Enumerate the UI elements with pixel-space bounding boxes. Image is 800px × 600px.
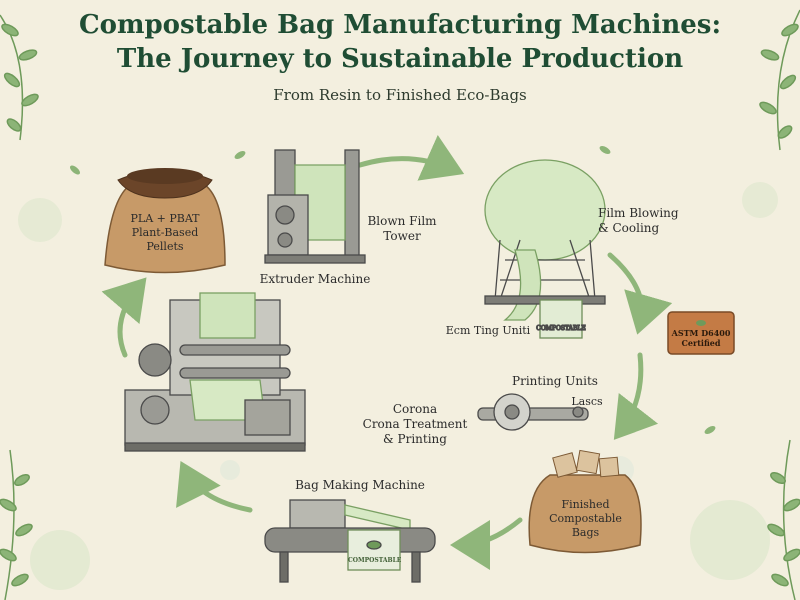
lascs-label: Lascs <box>571 395 603 408</box>
film-blowing-label: Film Blowing & Cooling <box>598 206 679 235</box>
page-subtitle: From Resin to Finished Eco-Bags <box>273 86 527 104</box>
blown-film-tower-illustration <box>264 149 366 264</box>
arrow-extruder-to-pellets <box>101 277 147 358</box>
astm-badge-label: ASTM D6400 Certified <box>671 328 731 348</box>
vine-bottom-right <box>767 439 800 600</box>
svg-text:COMPOSTABLE: COMPOSTABLE <box>536 325 586 332</box>
extruder-label: Extruder Machine <box>259 272 371 286</box>
finished-bags-label: Finished Compostable Bags <box>549 498 622 539</box>
corona-label: Corona Crona Treatment & Printing <box>362 402 468 446</box>
leaf-icon <box>234 151 246 159</box>
finished-bags-sack <box>528 449 642 554</box>
arrow-bagmaking-to-extruder <box>176 461 253 513</box>
compostable-stamp: COMPOSTABLE <box>348 557 402 564</box>
leaf-icon <box>599 146 611 154</box>
process-arrows <box>101 134 673 570</box>
corona-roller <box>477 393 589 431</box>
arrow-finished-to-bagmaking <box>450 517 523 570</box>
page-title-line2: The Journey to Sustainable Production <box>116 44 684 74</box>
page-title-line1: Compostable Bag Manufacturing Machines: <box>78 10 722 40</box>
bag-making-machine-illustration <box>264 499 436 583</box>
vine-bottom-left <box>0 449 33 600</box>
film-bubble-tower: COMPOSTABLE <box>484 159 606 339</box>
arrow-tower-to-blowing <box>357 134 465 181</box>
printing-units-label: Printing Units <box>512 374 598 388</box>
leaf-icon <box>70 165 80 175</box>
ecm-ting-label: Ecm Ting Uniti <box>445 324 531 337</box>
pellets-label: PLA + PBAT Plant-Based Pellets <box>130 212 200 253</box>
vine-top-right <box>759 9 800 151</box>
blown-film-tower-label: Blown Film Tower <box>367 214 437 243</box>
arrow-blowing-to-printing <box>607 252 673 335</box>
arrow-printing-to-finished <box>613 352 659 440</box>
leaf-icon <box>704 426 716 434</box>
extruder-machine-illustration <box>124 292 306 452</box>
pellet-sack <box>104 168 226 274</box>
bag-making-label: Bag Making Machine <box>295 478 425 492</box>
vine-top-left <box>0 14 39 141</box>
astm-badge <box>667 311 735 355</box>
